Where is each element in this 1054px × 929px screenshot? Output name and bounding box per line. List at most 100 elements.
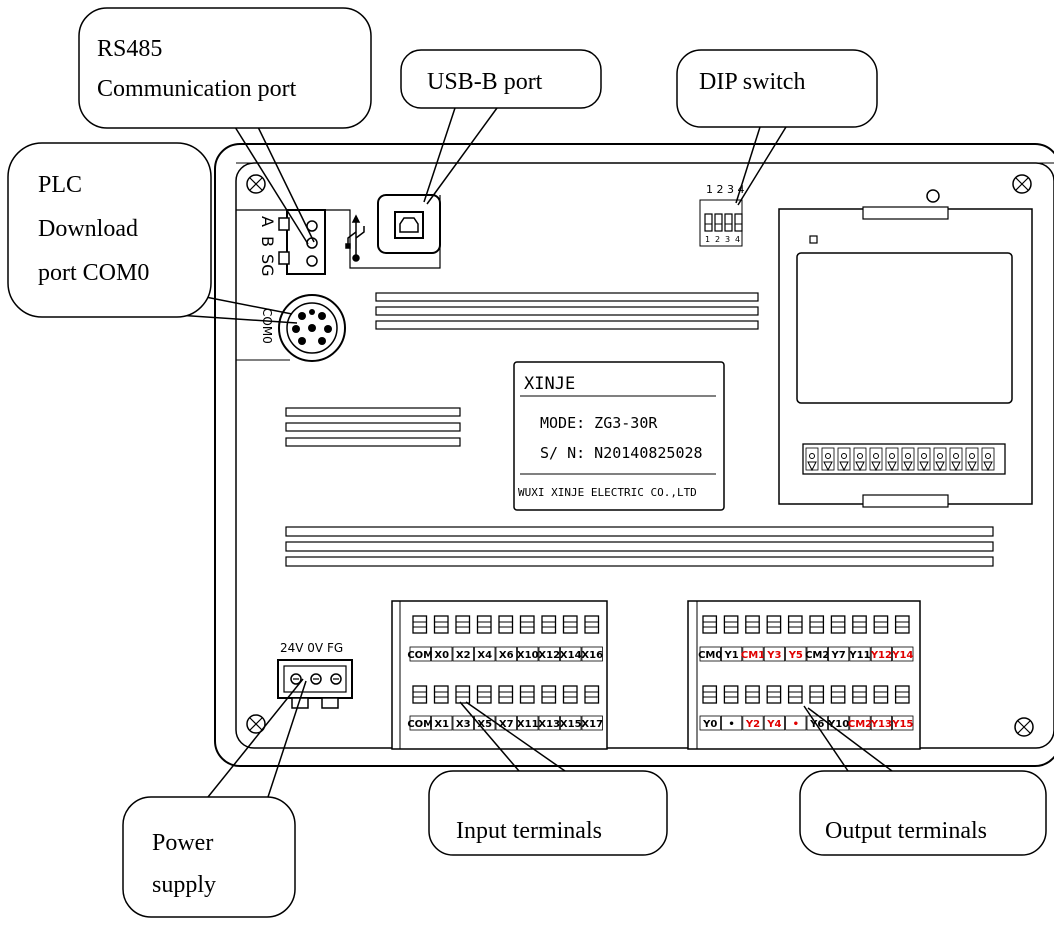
connector-pin [873, 453, 879, 459]
terminal-screw-icon[interactable] [723, 685, 739, 704]
terminal-screw-icon[interactable] [455, 685, 471, 704]
connector-pin [969, 453, 975, 459]
terminal-screw-icon[interactable] [809, 615, 825, 634]
terminal-screw-slot [413, 691, 427, 698]
nameplate-company: WUXI XINJE ELECTRIC CO.,LTD [518, 486, 697, 499]
terminal-screw-icon[interactable] [787, 685, 803, 704]
terminal-screw-icon[interactable] [766, 615, 782, 634]
terminal-screw-icon[interactable] [584, 685, 600, 704]
screw-icon [246, 174, 266, 194]
rs485-pin-sg: SG [258, 254, 277, 277]
terminal-screw-icon[interactable] [498, 615, 514, 634]
terminal-screw-slot [456, 691, 470, 698]
terminal-screw-icon[interactable] [562, 685, 578, 704]
terminal-screw-icon[interactable] [745, 685, 760, 704]
terminal-screw-slot [724, 621, 738, 628]
callout-plc: PLC Download port COM0 [7, 142, 212, 318]
terminal-screw-slot [745, 691, 760, 698]
terminal-label-cell [560, 646, 582, 662]
output-terminal-label: Y2 [745, 719, 760, 730]
terminal-screw-icon[interactable] [723, 615, 739, 634]
vent-slots [285, 526, 994, 567]
connector-pin-latch [935, 461, 945, 472]
usb-b-port[interactable] [377, 194, 441, 254]
input-terminal-label: X11 [517, 719, 539, 730]
input-terminal-label: COM [407, 719, 433, 730]
terminal-screw-icon[interactable] [498, 685, 514, 704]
terminal-label-cell [785, 715, 807, 731]
terminal-screw-slot [520, 621, 534, 628]
terminal-screw-icon[interactable] [562, 615, 578, 634]
terminal-screw-icon[interactable] [541, 615, 557, 634]
terminal-screw-icon[interactable] [476, 685, 492, 704]
connector-pin-latch [887, 461, 897, 472]
terminal-screw-icon[interactable] [702, 615, 718, 634]
callout-usb: USB-B port [400, 49, 602, 109]
callout-power-line1: Power [152, 830, 213, 856]
terminal-label-cell [870, 646, 893, 662]
terminal-screw-icon[interactable] [852, 615, 867, 634]
connector-pin-cell [821, 447, 835, 471]
terminal-screw-icon[interactable] [873, 685, 889, 704]
output-terminal-label: Y14 [891, 650, 913, 661]
terminal-screw-slot [852, 691, 867, 698]
terminal-screw-icon[interactable] [873, 615, 889, 634]
terminal-screw-icon[interactable] [541, 685, 557, 704]
output-terminal-label: Y1 [723, 650, 738, 661]
terminal-label-cell [517, 715, 539, 731]
input-terminal-label: X3 [456, 719, 471, 730]
input-terminal-label: X14 [560, 650, 582, 661]
nameplate-serial: S/ N: N20140825028 [540, 444, 703, 462]
terminal-screw-icon[interactable] [519, 615, 535, 634]
terminal-screw-icon[interactable] [766, 685, 782, 704]
callout-plc-line3: port COM0 [38, 260, 149, 286]
terminal-screw-icon[interactable] [809, 685, 825, 704]
terminal-label-cell [763, 646, 786, 662]
terminal-label-cell [699, 715, 721, 731]
output-terminal-label: Y12 [870, 650, 892, 661]
terminal-label-cell [721, 715, 743, 731]
connector-pin [841, 453, 847, 459]
terminal-screw-slot [767, 621, 781, 628]
com0-port[interactable] [278, 294, 346, 362]
terminal-label-cell [892, 715, 914, 731]
terminal-screw-slot [874, 691, 888, 698]
terminal-label-cell [409, 646, 431, 662]
terminal-screw-icon[interactable] [433, 685, 449, 704]
terminal-screw-icon[interactable] [787, 615, 803, 634]
terminal-screw-icon[interactable] [745, 615, 760, 634]
terminal-screw-icon[interactable] [519, 685, 535, 704]
terminal-screw-icon[interactable] [584, 615, 600, 634]
terminal-screw-icon[interactable] [702, 685, 718, 704]
output-terminal-label: CM2 [805, 650, 829, 661]
terminal-screw-icon[interactable] [894, 685, 910, 704]
connector-pin-cell [853, 447, 867, 471]
connector-pin [905, 453, 911, 459]
terminal-screw-icon[interactable] [433, 615, 449, 634]
callout-rs485-line1: RS485 [97, 36, 162, 62]
terminal-screw-icon[interactable] [852, 685, 867, 704]
nameplate [513, 361, 725, 511]
terminal-screw-icon[interactable] [894, 615, 910, 634]
connector-pin-cell [965, 447, 979, 471]
terminal-screw-icon[interactable] [476, 615, 492, 634]
terminal-screw-icon[interactable] [412, 615, 428, 634]
output-terminal-label: Y13 [870, 719, 892, 730]
terminal-screw-slot [745, 621, 760, 628]
power-connector[interactable] [277, 659, 353, 709]
terminal-screw-icon[interactable] [830, 685, 846, 704]
connector-pin-latch [807, 461, 817, 472]
terminal-screw-slot [724, 691, 738, 698]
rs485-connector[interactable] [278, 209, 326, 275]
connector-pin-cell [981, 447, 995, 471]
terminal-screw-slot [810, 621, 824, 628]
input-terminal-label: COM [407, 650, 433, 661]
dip-switch[interactable] [699, 199, 743, 247]
terminal-screw-slot [499, 621, 513, 628]
terminal-screw-icon[interactable] [830, 615, 846, 634]
terminal-label-cell [474, 646, 496, 662]
terminal-label-cell [849, 646, 871, 662]
callout-plc-line1: PLC [38, 172, 82, 198]
terminal-screw-icon[interactable] [455, 615, 471, 634]
terminal-screw-icon[interactable] [412, 685, 428, 704]
